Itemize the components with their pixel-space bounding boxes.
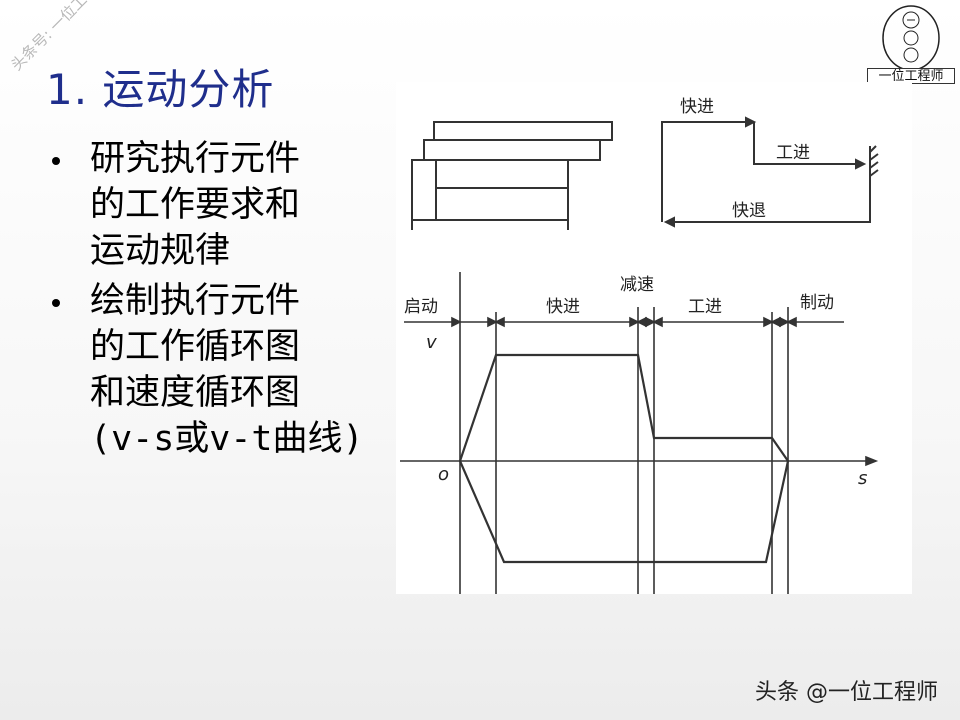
- origin-label: o: [438, 464, 449, 485]
- work-cycle-diagram: [661, 116, 879, 228]
- footer-watermark: 头条 @一位工程师: [755, 680, 938, 705]
- velocity-label-fast-forward: 快进: [546, 297, 580, 317]
- velocity-axis-label: v: [426, 332, 437, 353]
- velocity-curve: [458, 353, 790, 564]
- velocity-vertical-markers: [495, 307, 789, 594]
- bullet-item-2: 绘制执行元件 的工作循环图 和速度循环图 (v-s或v-t曲线): [50, 278, 390, 462]
- velocity-label-work-feed: 工进: [688, 297, 722, 317]
- cycle-label-work-feed: 工进: [776, 143, 810, 163]
- bullet-dot-icon: [52, 157, 60, 165]
- cylinder-drawing: [411, 121, 613, 230]
- bullet-2-line-3: 和速度循环图: [90, 373, 301, 413]
- bullet-1-line-3: 运动规律: [90, 231, 231, 271]
- bullet-item-1: 研究执行元件 的工作要求和 运动规律: [50, 136, 390, 274]
- velocity-label-decelerate: 减速: [620, 275, 654, 295]
- cycle-label-fast-return: 快退: [732, 201, 766, 221]
- motion-diagram: 快进 工进 快退 启动 快进 减速 工进 制动 v o s: [396, 82, 912, 594]
- displacement-axis-label: s: [858, 468, 867, 489]
- velocity-label-start: 启动: [404, 297, 438, 317]
- bullet-list: 研究执行元件 的工作要求和 运动规律 绘制执行元件 的工作循环图 和速度循环图 …: [50, 136, 390, 466]
- bullet-1-line-2: 的工作要求和: [90, 185, 301, 225]
- cycle-label-fast-forward: 快进: [680, 97, 714, 117]
- bullet-2-line-1: 绘制执行元件: [90, 281, 301, 321]
- bullet-dot-icon: [52, 299, 60, 307]
- slide-title: 1. 运动分析: [46, 65, 275, 114]
- velocity-label-brake: 制动: [800, 293, 834, 313]
- phase-dimension-line: [404, 316, 844, 328]
- bullet-2-line-2: 的工作循环图: [90, 327, 301, 367]
- bullet-1-line-1: 研究执行元件: [90, 139, 301, 179]
- bullet-2-line-4: (v-s或v-t曲线): [90, 419, 364, 459]
